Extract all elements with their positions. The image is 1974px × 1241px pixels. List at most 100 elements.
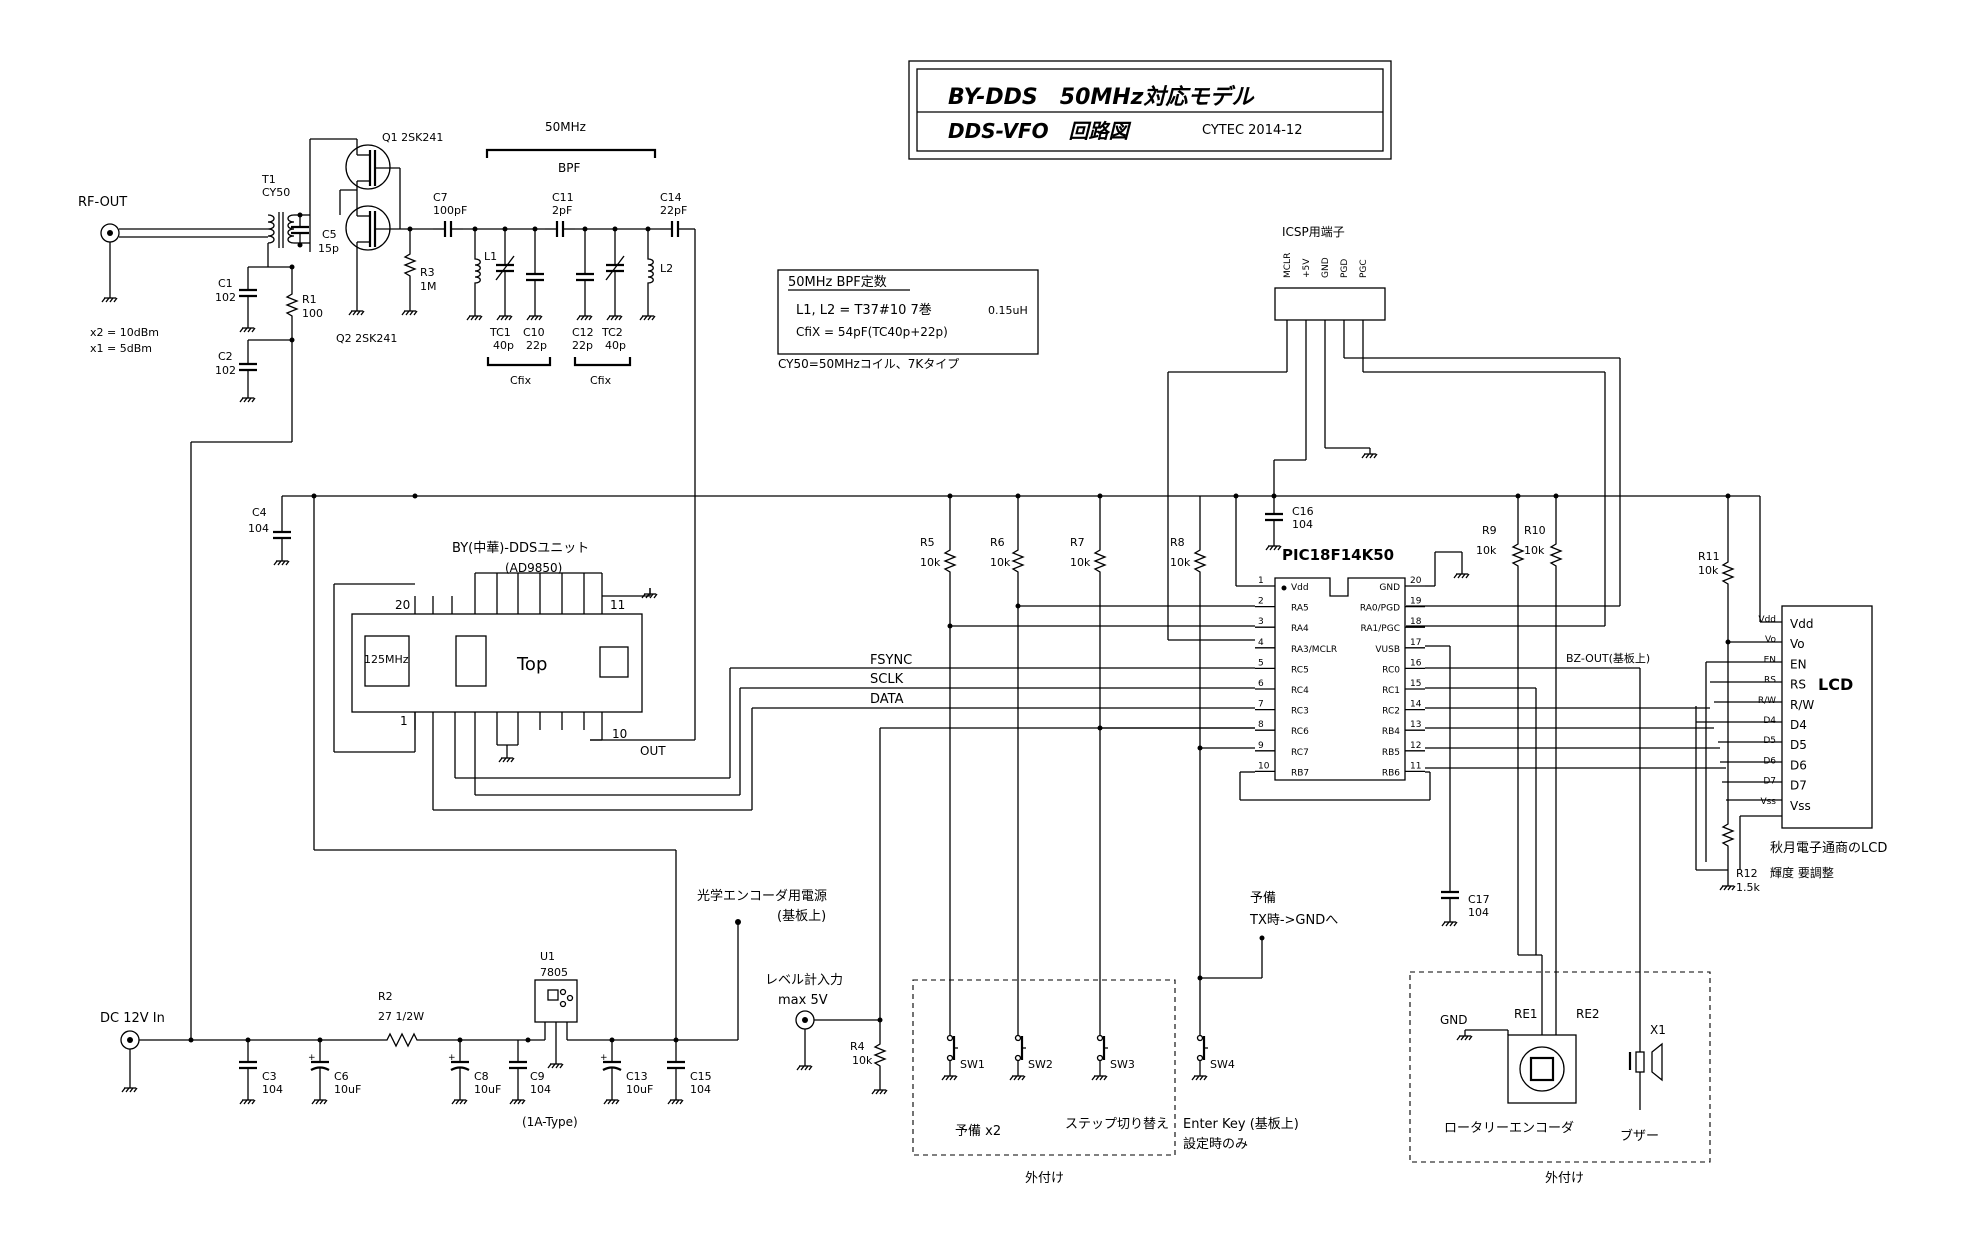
svg-text:10k: 10k xyxy=(920,556,941,569)
svg-text:+5V: +5V xyxy=(1302,258,1312,278)
svg-text:104: 104 xyxy=(248,522,269,535)
power-section: DC 12V In C3 104 C6 10uF R2 27 1/2W xyxy=(100,888,827,1129)
lcd-pin-label: D5 xyxy=(1790,738,1807,752)
svg-text:max 5V: max 5V xyxy=(778,993,828,1008)
icsp-header: ICSP用端子 MCLR +5V GND PGD PGC xyxy=(1167,225,1621,641)
svg-text:SCLK: SCLK xyxy=(870,672,904,687)
svg-text:CfiX = 54pF(TC40p+22p): CfiX = 54pF(TC40p+22p) xyxy=(796,325,948,339)
svg-text:C2: C2 xyxy=(218,350,233,363)
pic-pin-label: RB4 xyxy=(1382,727,1400,737)
pic-pin-number: 16 xyxy=(1410,658,1422,668)
svg-text:C16: C16 xyxy=(1292,505,1314,518)
lcd-net-label: D4 xyxy=(1763,716,1776,726)
pull-up-network: R5 10k R6 10k R7 10k R8 10k xyxy=(920,496,1726,1045)
svg-text:GND: GND xyxy=(1321,257,1331,278)
svg-text:CY50=50MHzコイル、7Kタイプ: CY50=50MHzコイル、7Kタイプ xyxy=(778,357,959,371)
pic-pin-number: 12 xyxy=(1410,741,1421,751)
svg-text:125MHz: 125MHz xyxy=(364,653,409,666)
pic-pin-number: 6 xyxy=(1258,679,1264,689)
svg-text:秋月電子通商のLCD: 秋月電子通商のLCD xyxy=(1770,841,1887,856)
pic-pin-number: 2 xyxy=(1258,597,1264,607)
lcd-net-label: Vdd xyxy=(1758,615,1776,625)
buzzer-body xyxy=(1635,1051,1645,1073)
lcd-pin-label: D4 xyxy=(1790,718,1807,732)
svg-text:C1: C1 xyxy=(218,277,233,290)
pic-pin-label: VUSB xyxy=(1375,645,1400,655)
io-section: レベル計入力 max 5V R4 10k SW1 SW2 SW3 予備 x2 ス… xyxy=(765,727,1711,1186)
pic-pin-label: RC4 xyxy=(1291,686,1309,696)
svg-text:GND: GND xyxy=(1440,1013,1468,1027)
lcd-net-label: R/W xyxy=(1758,696,1776,706)
pic-pin-label: RB5 xyxy=(1382,748,1400,758)
svg-text:X1: X1 xyxy=(1650,1023,1666,1037)
pic-pin-label: RA1/PGC xyxy=(1361,624,1401,634)
lcd-pin-label: Vdd xyxy=(1790,617,1813,631)
svg-text:20: 20 xyxy=(395,598,410,612)
pic-pin-number: 5 xyxy=(1258,658,1264,668)
title-block: BY-DDS 50MHz対応モデル DDS-VFO 回路図 CYTEC 2014… xyxy=(908,60,1392,160)
svg-text:PGD: PGD xyxy=(1340,259,1350,278)
svg-text:104: 104 xyxy=(262,1083,283,1096)
pic-pin-label: RA0/PGD xyxy=(1360,604,1400,614)
svg-text:ロータリーエンコーダ: ロータリーエンコーダ xyxy=(1444,1121,1574,1136)
svg-text:R11: R11 xyxy=(1698,550,1720,563)
svg-text:10k: 10k xyxy=(1698,564,1719,577)
svg-text:22p: 22p xyxy=(526,339,547,352)
svg-text:Q1 2SK241: Q1 2SK241 xyxy=(382,131,443,144)
vdd-rail: C4 104 xyxy=(248,493,1782,1040)
svg-text:R5: R5 xyxy=(920,536,935,549)
pic-pin-label: Vdd xyxy=(1291,583,1309,593)
svg-text:102: 102 xyxy=(215,291,236,304)
pic-pin-number: 19 xyxy=(1410,597,1422,607)
svg-text:R7: R7 xyxy=(1070,536,1085,549)
svg-text:RE1: RE1 xyxy=(1514,1007,1538,1021)
svg-text:2pF: 2pF xyxy=(552,204,572,217)
svg-text:R1: R1 xyxy=(302,293,317,306)
svg-text:x2 = 10dBm: x2 = 10dBm xyxy=(90,326,159,339)
svg-text:C15: C15 xyxy=(690,1070,712,1083)
lcd-pin-label: EN xyxy=(1790,657,1807,671)
svg-text:TC1: TC1 xyxy=(489,326,511,339)
svg-text:27 1/2W: 27 1/2W xyxy=(378,1010,424,1023)
svg-text:レベル計入力: レベル計入力 xyxy=(765,972,843,988)
svg-text:C17: C17 xyxy=(1468,893,1490,906)
title-line-2: DDS-VFO 回路図 xyxy=(948,119,1132,143)
pic-pin-number: 15 xyxy=(1410,679,1421,689)
pic-pin-label: RC2 xyxy=(1382,707,1400,717)
svg-text:設定時のみ: 設定時のみ xyxy=(1183,1136,1248,1152)
pic-pin-number: 10 xyxy=(1258,761,1270,771)
title-credit: CYTEC 2014-12 xyxy=(1202,123,1302,138)
svg-text:R6: R6 xyxy=(990,536,1005,549)
svg-text:104: 104 xyxy=(1468,906,1489,919)
svg-text:C11: C11 xyxy=(552,191,574,204)
svg-text:22pF: 22pF xyxy=(660,204,687,217)
svg-text:10uF: 10uF xyxy=(474,1083,501,1096)
svg-text:OUT: OUT xyxy=(640,744,666,758)
svg-text:R12: R12 xyxy=(1736,867,1758,880)
svg-text:ブザー: ブザー xyxy=(1620,1128,1659,1144)
svg-text:10: 10 xyxy=(612,727,627,741)
svg-text:R10: R10 xyxy=(1524,524,1546,537)
svg-text:BPF: BPF xyxy=(558,161,580,175)
pic-pin-label: RC3 xyxy=(1291,707,1309,717)
svg-text:輝度 要調整: 輝度 要調整 xyxy=(1770,865,1834,880)
svg-text:BY(中華)-DDSユニット: BY(中華)-DDSユニット xyxy=(452,541,589,556)
pic-pin-label: RA5 xyxy=(1291,604,1309,614)
svg-text:10k: 10k xyxy=(1070,556,1091,569)
svg-text:10k: 10k xyxy=(1524,544,1545,557)
svg-text:L1: L1 xyxy=(484,250,497,263)
svg-text:11: 11 xyxy=(610,598,625,612)
rotary-encoder-body xyxy=(1507,1034,1577,1104)
svg-text:ステップ切り替え: ステップ切り替え xyxy=(1065,1117,1169,1132)
pic-pin-number: 17 xyxy=(1410,638,1421,648)
svg-text:R9: R9 xyxy=(1482,524,1497,537)
lcd-pin-label: Vss xyxy=(1790,799,1811,813)
svg-text:102: 102 xyxy=(215,364,236,377)
svg-text:10k: 10k xyxy=(1476,544,1497,557)
pic-pin-label: RC1 xyxy=(1382,686,1400,696)
svg-text:C8: C8 xyxy=(474,1070,489,1083)
svg-text:TX時->GNDへ: TX時->GNDへ xyxy=(1249,913,1338,928)
svg-text:PGC: PGC xyxy=(1359,259,1369,278)
lcd-net-label: EN xyxy=(1764,655,1776,665)
